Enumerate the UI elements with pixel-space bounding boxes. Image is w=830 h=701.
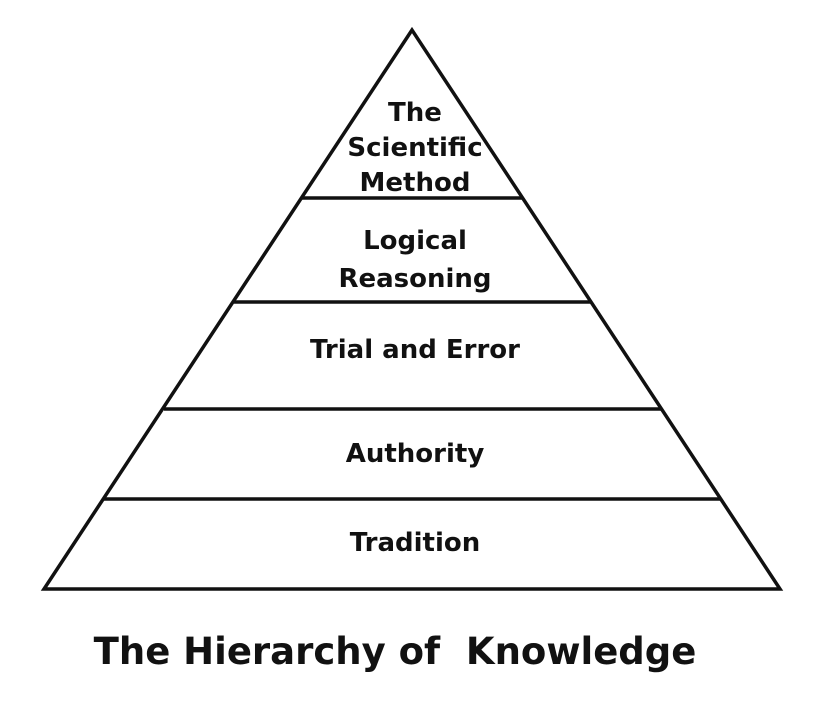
tier-label-line: Scientific (347, 133, 483, 163)
tier-label-line: Logical (363, 226, 467, 256)
tier-label-line: Authority (345, 439, 485, 469)
tier-label-logical-reasoning: Logical Reasoning (0, 222, 830, 298)
tier-label-line: Method (359, 168, 471, 198)
pyramid-triangle (40, 26, 784, 591)
tier-label-line: The (388, 98, 442, 128)
tier-label-authority: Authority (0, 441, 830, 467)
tier-label-line: Reasoning (338, 264, 492, 294)
diagram-title: The Hierarchy of Knowledge (93, 630, 697, 673)
tier-label-tradition: Tradition (0, 530, 830, 556)
tier-label-scientific-method: The Scientific Method (0, 96, 830, 201)
tier-label-line: Trial and Error (310, 335, 520, 365)
tier-label-trial-and-error: Trial and Error (0, 337, 830, 363)
tier-label-line: Tradition (349, 528, 481, 558)
